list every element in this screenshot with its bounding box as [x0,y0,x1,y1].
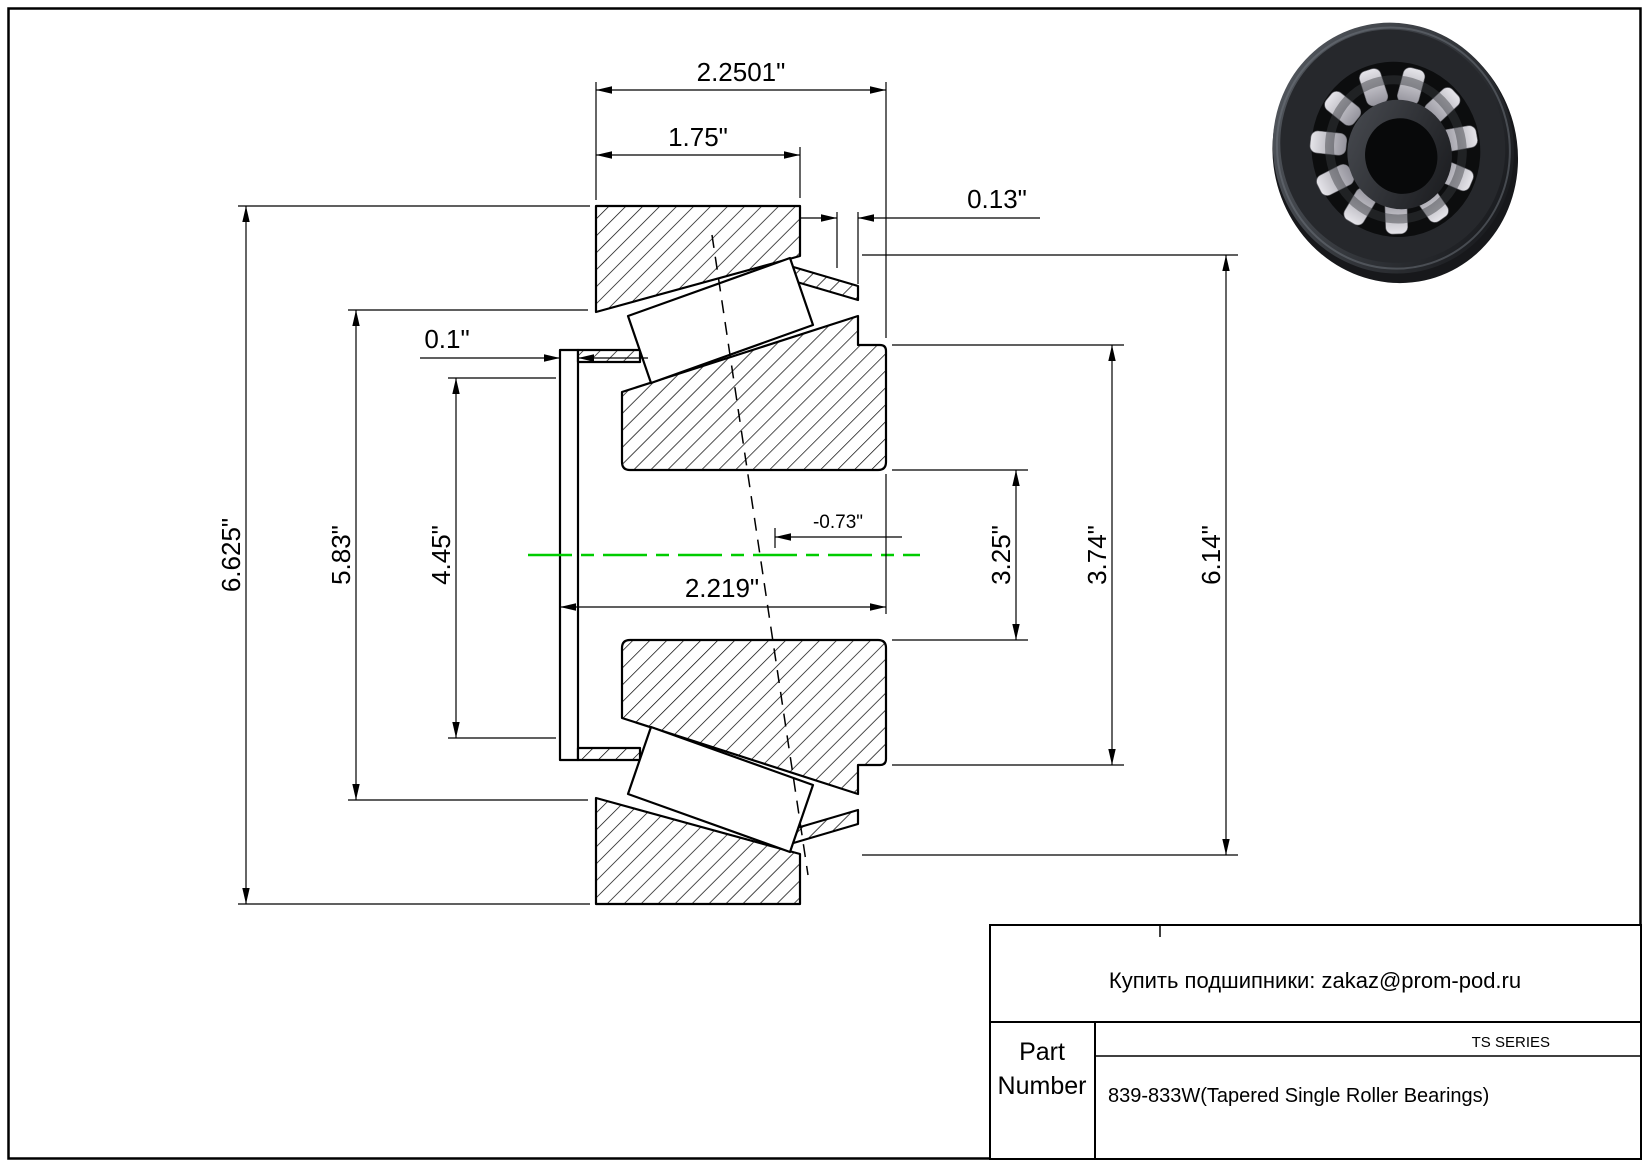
part-name: 839-833W(Tapered Single Roller Bearings) [1108,1085,1489,1107]
dimension-top-inner: 1.75" [596,122,801,198]
render-bore [1365,118,1438,194]
dim-label-center-width: 2.219" [685,573,759,603]
dim-label-top-inner: 1.75" [668,122,728,152]
title-block-frame [989,924,1642,1160]
dim-label-top-overall: 2.2501" [697,57,786,87]
sleeve-strip-bottom [576,746,642,762]
part-number-label-line2: Number [998,1072,1087,1100]
dim-label-left-mid: 5.83" [326,525,356,585]
dim-label-sleeve-width: 0.1" [424,324,469,354]
dim-label-left-inner: 4.45" [426,525,456,585]
cup-section-top [594,204,802,314]
dimension-standout-right: 0.13" [800,184,1040,284]
sleeve-strip-top [576,348,642,364]
dim-label-far-right: 6.14" [1196,525,1226,585]
part-number-label-line1: Part [1019,1038,1065,1066]
dimension-sleeve-width: 0.1" [420,324,648,362]
dimensions: 2.2501" 1.75" 0.13" 0.1" 6.625" [216,57,1238,905]
dimension-right-mid: 3.74" [892,344,1124,766]
roller-axis-line [711,234,809,876]
dim-label-right-mid: 3.74" [1082,525,1112,585]
series-label: TS SERIES [1472,1034,1550,1051]
dimension-left-inner: 4.45" [426,377,556,739]
dimension-center-width: 2.219" [560,474,887,614]
cone-section-bottom [620,638,888,796]
title-block: Купить подшипники: zakaz@prom-pod.ru TS … [989,924,1642,1160]
cup-section-bottom [594,796,802,906]
dim-label-right-inner: 3.25" [986,525,1016,585]
roller-top [626,256,815,385]
render-cage [1325,75,1467,224]
dimension-right-inner: 3.25" [892,469,1028,641]
dimension-far-left: 6.625" [216,205,590,905]
bearing-cross-section [528,204,920,906]
render-highlight [1275,26,1511,270]
dimension-far-right: 6.14" [862,254,1238,856]
bearing-3d-render [1272,22,1519,284]
dim-label-far-left: 6.625" [216,518,246,592]
roller-bottom [626,725,815,854]
dim-label-effective-center: -0.73" [813,512,863,533]
cone-section-top [620,314,888,472]
dimension-effective-center: -0.73" [774,512,902,548]
dimension-left-mid: 5.83" [326,309,588,801]
dimension-top-overall: 2.2501" [595,57,887,338]
dim-label-standout-right: 0.13" [967,184,1027,214]
contact-text: Купить подшипники: zakaz@prom-pod.ru [1109,968,1521,993]
